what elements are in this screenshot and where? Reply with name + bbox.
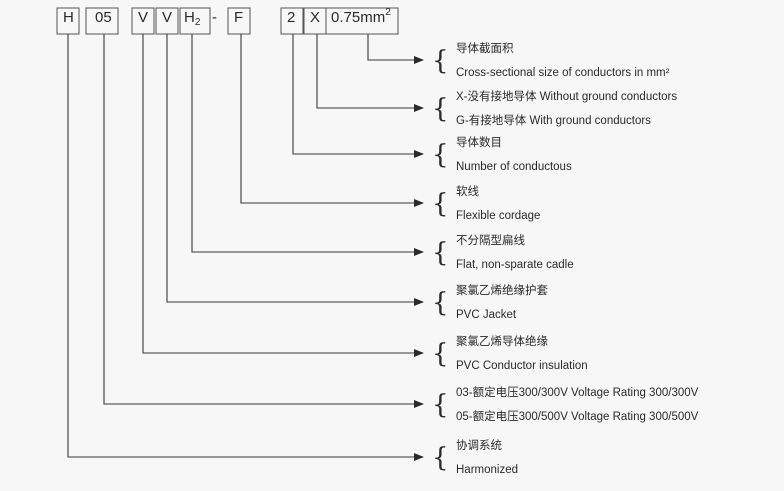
description-v05-line-1: 05-额定电压300/500V Voltage Rating 300/500V: [456, 409, 699, 423]
code-part-n2: 2: [287, 9, 295, 26]
arrow-head-h: [414, 453, 424, 461]
connector-line-v05: [103, 34, 416, 405]
arrow-head-v05: [414, 400, 424, 408]
code-part-size: 0.75mm2: [331, 7, 391, 26]
connector-line-h: [67, 34, 416, 458]
code-box-n2: [280, 7, 304, 35]
code-part-h2-subscript: 2: [195, 17, 201, 28]
code-part-v2: V: [162, 9, 172, 26]
description-v1-line-1: PVC Conductor insulation: [456, 360, 588, 372]
description-v05-line-0: 03-额定电压300/300V Voltage Rating 300/300V: [456, 385, 699, 399]
code-part-v2-text: V: [162, 9, 172, 26]
code-part-dash: -: [212, 9, 217, 26]
code-part-size-superscript: 2: [385, 7, 391, 18]
arrow-head-n2: [414, 150, 424, 158]
brace-f: {: [432, 189, 449, 219]
arrow-head-v2: [414, 298, 424, 306]
description-v2-line-1: PVC Jacket: [456, 309, 517, 321]
description-size-line-0: 导体截面积: [456, 41, 514, 55]
description-row-v05: {03-额定电压300/300V Voltage Rating 300/300V…: [103, 34, 699, 423]
description-row-x: { X-没有接地导体 Without ground conductorsG-有接地…: [316, 34, 677, 127]
brace-v05: {: [432, 390, 449, 420]
code-part-n2-text: 2: [287, 9, 295, 26]
connector-line-size: [367, 34, 416, 61]
code-part-x-text: X: [310, 9, 320, 26]
code-part-x: X: [310, 9, 320, 26]
code-box-size: [325, 7, 399, 35]
description-n2-line-1: Number of conductous: [456, 161, 572, 173]
description-h-line-0: 协调系统: [456, 438, 502, 452]
brace-n2: {: [432, 140, 449, 170]
code-part-v1-text: V: [138, 9, 148, 26]
description-row-size: { 导体截面积 Cross-sectional size of conductors…: [367, 34, 670, 79]
connector-line-h2: [191, 34, 416, 253]
description-size-line-1: Cross-sectional size of conductors in mm…: [456, 67, 670, 79]
connector-line-x: [316, 34, 416, 109]
description-row-h: { 协调系统 Harmonized: [67, 34, 518, 476]
description-h2-line-0: 不分隔型扁线: [456, 233, 525, 247]
description-x-line-1: G-有接地导体 With ground conductors: [456, 113, 651, 127]
arrow-head-x: [414, 104, 424, 112]
description-x-line-0: X-没有接地导体 Without ground conductors: [456, 89, 677, 103]
connector-line-v2: [166, 34, 416, 303]
arrow-head-size: [414, 56, 424, 64]
description-v1-line-0: 聚氯乙烯导体绝缘: [456, 334, 548, 348]
arrow-head-v1: [414, 349, 424, 357]
description-h2-line-1: Flat, non-sparate cadle: [456, 259, 574, 271]
description-row-v1: { 聚氯乙烯导体绝缘 PVC Conductor insulation: [142, 34, 588, 372]
description-f-line-0: 软线: [456, 184, 479, 198]
code-part-h-text: H: [63, 9, 74, 26]
code-part-dash-text: -: [212, 9, 217, 26]
code-part-f: F: [234, 9, 243, 26]
arrow-head-f: [414, 199, 424, 207]
description-h-line-1: Harmonized: [456, 464, 518, 476]
brace-v2: {: [432, 288, 449, 318]
code-box-f: [227, 7, 251, 35]
description-row-h2: { 不分隔型扁线 Flat, non-sparate cadle: [191, 34, 574, 271]
code-part-v05: 05: [95, 9, 112, 26]
code-box-h2: [179, 7, 211, 35]
brace-h2: {: [432, 238, 449, 268]
connector-line-f: [240, 34, 416, 204]
brace-v1: {: [432, 339, 449, 369]
code-box-v05: [85, 7, 119, 35]
brace-size: {: [432, 46, 449, 76]
code-part-v05-text: 05: [95, 9, 112, 26]
description-n2-line-0: 导体数目: [456, 135, 502, 149]
code-part-h2-text: H: [184, 9, 195, 26]
connector-line-n2: [292, 34, 416, 155]
description-f-line-1: Flexible cordage: [456, 210, 540, 222]
brace-x: {: [432, 94, 449, 124]
code-part-h: H: [63, 9, 74, 26]
description-row-f: { 软线 Flexible cordage: [240, 34, 540, 222]
description-v2-line-0: 聚氯乙烯绝缘护套: [456, 283, 548, 297]
code-part-v1: V: [138, 9, 148, 26]
arrow-head-h2: [414, 248, 424, 256]
description-row-v2: { 聚氯乙烯绝缘护套 PVC Jacket: [166, 34, 548, 321]
connector-line-v1: [142, 34, 416, 354]
brace-h: {: [432, 443, 449, 473]
description-row-n2: { 导体数目 Number of conductous: [292, 34, 572, 173]
code-part-h2: H2: [184, 9, 201, 28]
code-part-size-text: 0.75mm: [331, 9, 385, 26]
code-part-f-text: F: [234, 9, 243, 26]
